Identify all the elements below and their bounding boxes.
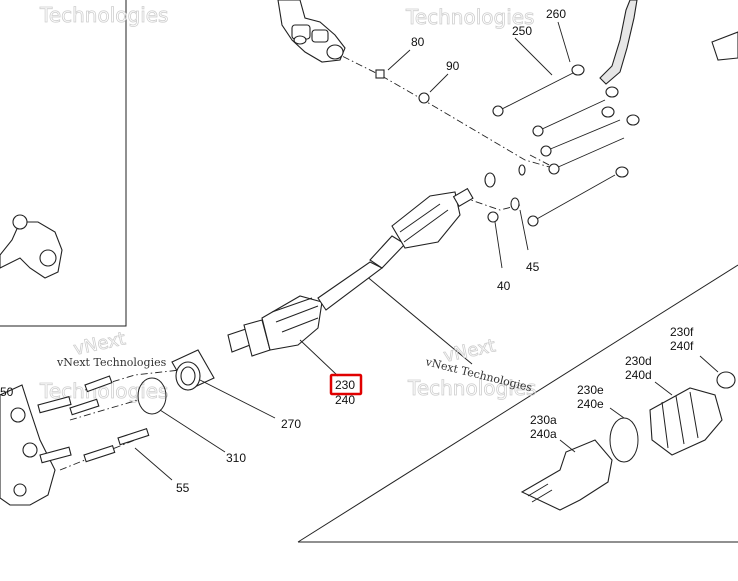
callout-260[interactable]: 260 bbox=[546, 7, 566, 21]
callout-50[interactable]: 50 bbox=[0, 385, 14, 399]
drive-shaft bbox=[227, 187, 474, 357]
u-joint-yoke bbox=[277, 0, 346, 63]
frame-lines bbox=[0, 0, 738, 543]
callout-55[interactable]: 55 bbox=[176, 481, 190, 495]
watermark-small-text: vNext Technologies bbox=[56, 356, 167, 369]
assembly-axes bbox=[59, 49, 561, 471]
left-yoke bbox=[0, 214, 63, 279]
nut-set bbox=[571, 64, 640, 178]
leader-lines bbox=[134, 21, 719, 481]
knuckle bbox=[0, 384, 72, 506]
cv-joint-inset bbox=[520, 371, 736, 511]
callout-230d[interactable]: 230d bbox=[625, 354, 652, 368]
bolt-set bbox=[492, 71, 625, 227]
callout-labels: 80 90 250 260 45 40 230 240 270 310 55 5… bbox=[0, 7, 694, 495]
clip-and-washer bbox=[484, 164, 526, 223]
callout-240[interactable]: 240 bbox=[335, 393, 355, 407]
callout-90[interactable]: 90 bbox=[446, 59, 460, 73]
callout-270[interactable]: 270 bbox=[281, 417, 301, 431]
washer bbox=[418, 92, 430, 104]
grease-fitting bbox=[375, 69, 385, 79]
watermark-brand: Technologies bbox=[39, 3, 168, 27]
callout-310[interactable]: 310 bbox=[226, 451, 246, 465]
callout-230e[interactable]: 230e bbox=[577, 383, 604, 397]
stud-set bbox=[69, 375, 150, 463]
callout-45[interactable]: 45 bbox=[526, 260, 540, 274]
callout-80[interactable]: 80 bbox=[411, 35, 425, 49]
callout-240e[interactable]: 240e bbox=[577, 397, 604, 411]
callout-230[interactable]: 230 bbox=[335, 378, 355, 392]
callout-230a[interactable]: 230a bbox=[530, 413, 557, 427]
watermark-brand: Technologies bbox=[407, 376, 536, 400]
right-shaft-end bbox=[599, 0, 738, 85]
callout-40[interactable]: 40 bbox=[497, 279, 511, 293]
bearing bbox=[171, 349, 215, 391]
callout-230f[interactable]: 230f bbox=[670, 325, 694, 339]
watermark-brand: Technologies bbox=[405, 5, 534, 29]
callout-250[interactable]: 250 bbox=[512, 24, 532, 38]
highlight-box bbox=[329, 373, 363, 396]
callout-240d[interactable]: 240d bbox=[625, 368, 652, 382]
callout-240a[interactable]: 240a bbox=[530, 427, 557, 441]
callout-240f[interactable]: 240f bbox=[670, 339, 694, 353]
retaining-ring bbox=[137, 377, 167, 415]
